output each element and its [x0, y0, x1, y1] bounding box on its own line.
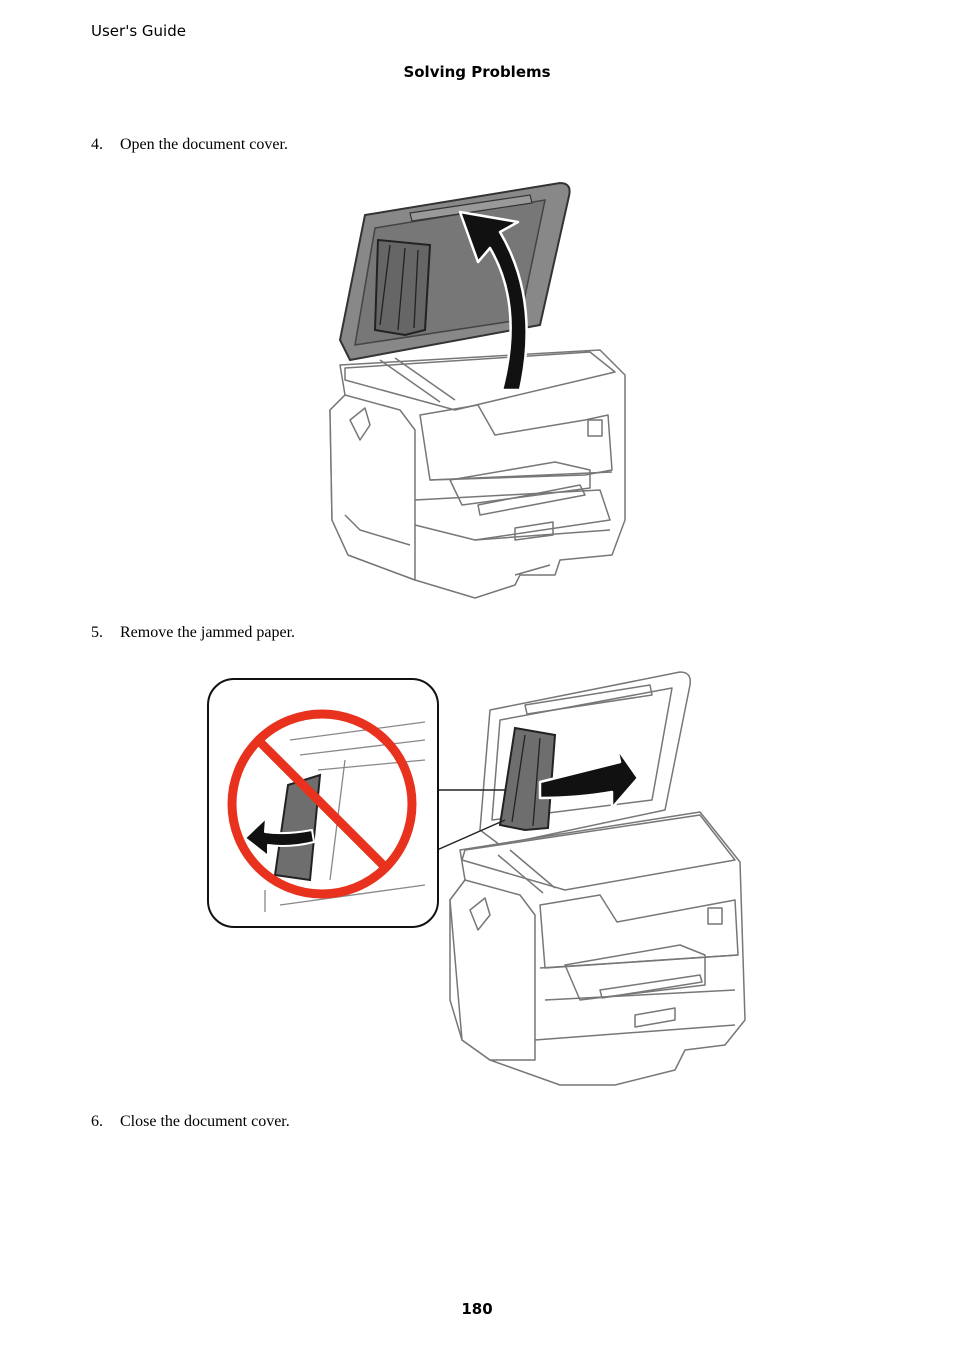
jammed-paper: [498, 726, 557, 832]
open-arrow-icon: [458, 210, 528, 392]
step-number: 4.: [91, 136, 103, 153]
page-number: 180: [461, 1300, 493, 1318]
document-cover: [339, 182, 571, 361]
pull-arrow-icon: [538, 746, 640, 810]
wrong-direction-arrow-icon: [244, 817, 315, 857]
step-6: 6. Close the document cover.: [91, 1113, 290, 1131]
step-5: 5. Remove the jammed paper.: [91, 624, 295, 642]
prohibition-icon: [227, 709, 417, 899]
step-number: 6.: [91, 1113, 103, 1130]
step-text: Close the document cover.: [120, 1113, 290, 1130]
step-text: Remove the jammed paper.: [120, 624, 296, 641]
guide-title: User's Guide: [91, 22, 186, 40]
jammed-paper-inset: [273, 773, 322, 882]
step-number: 5.: [91, 624, 103, 641]
section-title: Solving Problems: [403, 63, 551, 81]
step-4: 4. Open the document cover.: [91, 136, 288, 154]
prohibition-inset: [207, 678, 439, 928]
step-text: Open the document cover.: [120, 136, 288, 153]
jammed-paper: [373, 238, 432, 337]
